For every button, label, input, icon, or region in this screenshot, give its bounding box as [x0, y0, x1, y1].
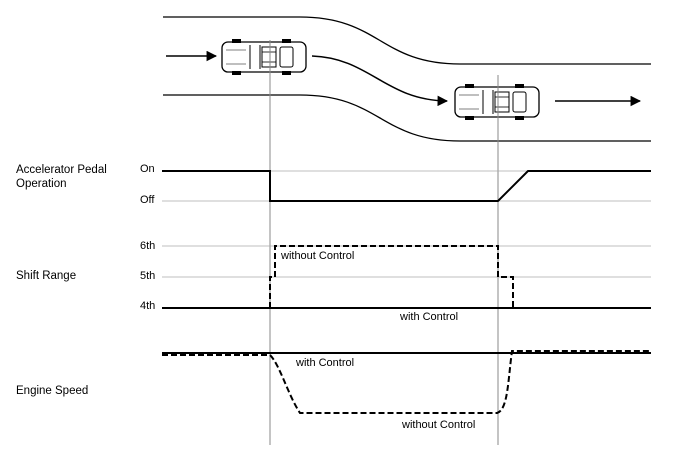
engine-without-control-trace [162, 350, 651, 414]
level-on: On [140, 163, 155, 175]
road [163, 16, 651, 142]
shift-range-label: Shift Range [16, 270, 77, 282]
event-markers [269, 40, 499, 445]
road-upper-edge [163, 16, 651, 65]
level-off: Off [140, 194, 155, 206]
engine-speed-label: Engine Speed [16, 385, 89, 397]
shift-without-control-note: without Control [281, 250, 355, 262]
accelerator-trace [162, 170, 651, 202]
pickup-truck-icon [454, 83, 540, 121]
accelerator-pedal-label: Accelerator Pedal Operation [16, 164, 107, 190]
level-gridlines [162, 170, 651, 278]
shift-without-control-trace [269, 245, 514, 308]
vehicle-path [166, 50, 642, 107]
road-lower-edge [163, 94, 651, 142]
pickup-truck-icon [221, 38, 307, 76]
shift-with-control-note: with Control [400, 311, 459, 323]
engine-with-control-note: with Control [296, 357, 355, 369]
level-6th: 6th [140, 240, 156, 252]
engine-without-control-note: without Control [402, 419, 476, 431]
level-5th: 5th [140, 270, 156, 282]
level-4th: 4th [140, 300, 156, 312]
curved-arrow-icon [311, 55, 449, 107]
